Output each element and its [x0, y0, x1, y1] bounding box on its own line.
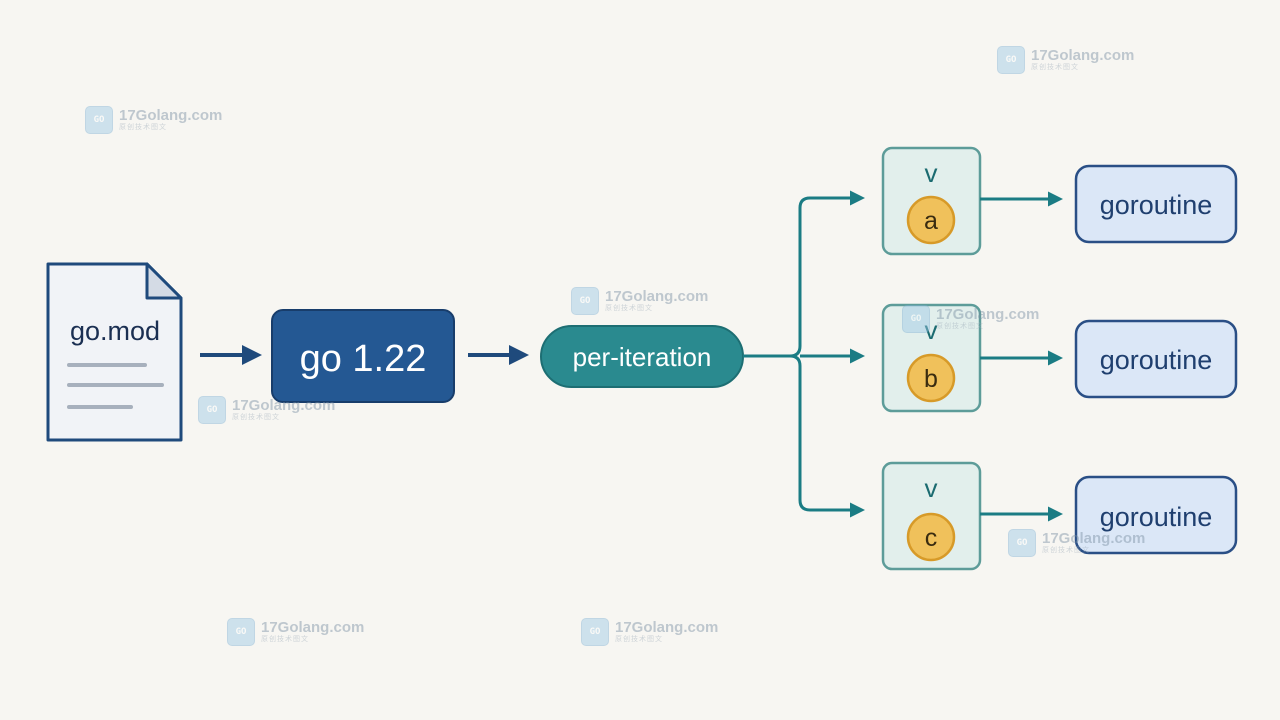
loop-var-value: a: [924, 207, 938, 235]
loop-row: v a goroutine: [881, 146, 1238, 256]
goroutine-label: goroutine: [1100, 190, 1213, 220]
branch-connector: [789, 354, 865, 518]
loop-var-value-circle: [906, 195, 956, 245]
branch-connector: [743, 190, 865, 358]
go-mod-file: go.mod: [46, 262, 183, 442]
loop-var-value: b: [924, 365, 938, 393]
loop-var-value-circle: [906, 512, 956, 562]
file-corner-fold: [145, 262, 183, 300]
go-version-box: go 1.22: [271, 309, 455, 403]
loop-var-name: v: [925, 473, 938, 503]
loop-var-value-circle: [906, 353, 956, 403]
per-iteration-node: per-iteration: [540, 325, 744, 388]
loop-var-name: v: [925, 158, 938, 188]
goroutine-box: [1074, 164, 1238, 244]
loop-var-name: v: [925, 315, 938, 345]
per-iteration-label: per-iteration: [573, 342, 712, 372]
go-version-label: go 1.22: [300, 338, 427, 380]
file-label: go.mod: [70, 316, 160, 346]
loop-var-value: c: [925, 524, 938, 552]
loop-row: v b goroutine: [881, 303, 1238, 413]
file-icon: [46, 262, 183, 442]
goroutine-box: [1074, 475, 1238, 555]
goroutine-label: goroutine: [1100, 345, 1213, 375]
goroutine-box: [1074, 319, 1238, 399]
goroutine-label: goroutine: [1100, 502, 1213, 532]
loop-row: v c goroutine: [881, 461, 1238, 571]
